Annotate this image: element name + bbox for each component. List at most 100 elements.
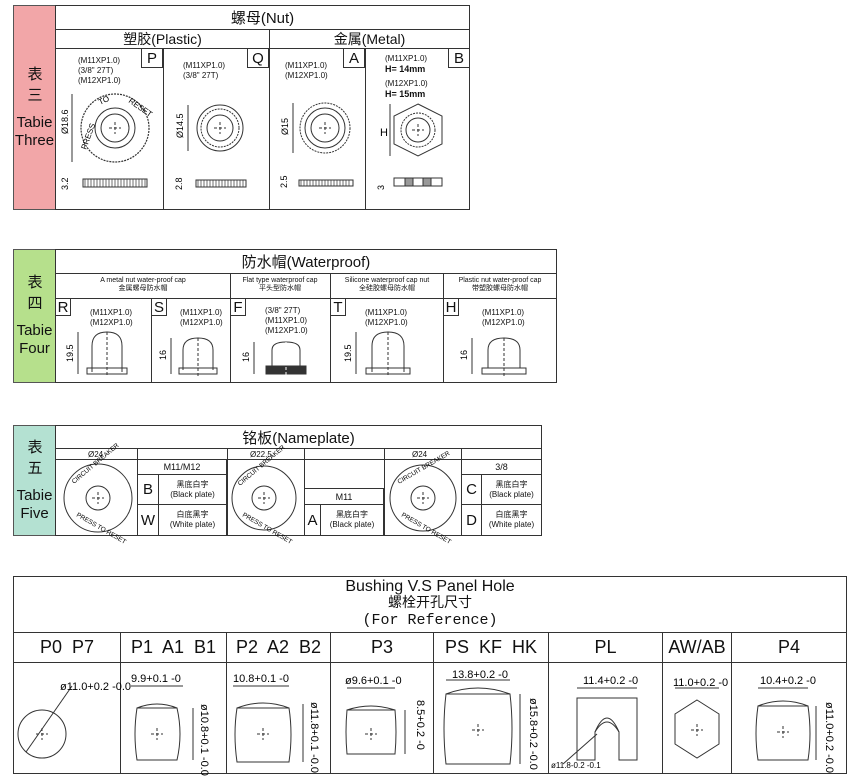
spec-item: (M11XP1.0) <box>365 308 408 317</box>
dimension-label: Ø14.5 <box>175 113 185 138</box>
spec-item: H= 15mm <box>385 89 426 100</box>
dimension-label: 9.9+0.1 -0 <box>131 673 181 685</box>
divider <box>120 632 121 774</box>
divider <box>163 48 164 210</box>
bushing-col-header: P0 P7 <box>13 632 121 663</box>
panel-hole-p1-drawing: 9.9+0.1 -0 ø10.8+0.1 -0.0 <box>131 673 210 776</box>
waterproof-cap-h-drawing: 16 <box>459 337 527 376</box>
table-five-side-label: 表五 Tabie Five <box>13 425 56 536</box>
group-label: A metal nut water-proof cap 金属螺母防水帽 <box>58 277 228 294</box>
bushing-title-en: Bushing V.S Panel Hole <box>345 578 515 595</box>
waterproof-cap-t-drawing: 19.5 <box>343 331 411 376</box>
dimension-label: 19.5 <box>65 344 75 362</box>
waterproof-cap-s-drawing: 16 <box>158 337 218 376</box>
plate-desc-cn: 黑底白字 <box>336 510 368 519</box>
spec-item: (M11XP1.0) <box>78 56 121 65</box>
group-label-cn: 全硅胶螺母防水帽 <box>359 285 415 293</box>
plastic-knurled-nut-drawing: TO RESET PRESS Ø18.6 3.2 <box>60 93 154 190</box>
divider <box>330 273 331 383</box>
spec-item: (M12XP1.0) <box>180 318 223 327</box>
dimension-label: 2.8 <box>174 177 184 190</box>
spec-item: (M12XP1.0) <box>365 318 408 327</box>
panel-hole-p4-drawing: 10.4+0.2 -0 ø11.0+0.2 -0.0 <box>755 675 835 773</box>
plate-desc-en: (White plate) <box>169 520 216 529</box>
bushing-col-header: P1 A1 B1 <box>120 632 227 663</box>
dimension-label: 16 <box>459 350 469 360</box>
divider <box>384 448 385 536</box>
dimension-label: ø11.8+0.1 -0.0 <box>308 702 320 773</box>
group-label-en: Plastic nut water-proof cap <box>458 277 542 284</box>
part-letter-r: R <box>55 298 71 316</box>
spec-item: (M11XP1.0) <box>385 54 428 63</box>
spec-item: (M11XP1.0) <box>285 61 328 70</box>
plate-text: PRESS TO RESET <box>241 512 293 546</box>
divider <box>443 273 444 383</box>
bushing-col-header: P4 <box>731 632 847 663</box>
plate-desc-cn: 黑底白字 <box>176 479 209 489</box>
ring-text: TO <box>97 94 111 107</box>
plate-letter-a: A <box>304 504 321 536</box>
group-label-cn: 带塑胶螺母防水帽 <box>472 285 528 293</box>
plate-desc-cn: 黑底白字 <box>495 479 528 489</box>
dimension-label: 10.8+0.1 -0 <box>233 673 289 685</box>
spec-list: (M11XP1.0) (M12XP1.0) <box>180 308 223 328</box>
dimension-label: ø11.0+0.2 -0.0 <box>823 702 835 773</box>
divider <box>365 48 366 210</box>
spec-item: (3/8" 27T) <box>183 71 219 80</box>
panel-hole-p0-drawing: ø11.0+0.2 -0.0 <box>17 681 131 759</box>
table-four-body <box>55 273 557 383</box>
divider <box>330 632 331 774</box>
spec-item: (M11XP1.0) <box>265 316 308 325</box>
dimension-label: ø9.6+0.1 -0 <box>345 675 402 687</box>
plate-desc: 黑底白字 (Black plate) <box>158 474 227 505</box>
hex-nut-drawing: H 3 <box>376 103 443 190</box>
plate-desc: 黑底白字 (Black plate) <box>320 504 384 536</box>
dimension-label: ø11.8-0.2 -0.1 <box>551 761 601 770</box>
plate-desc-cn: 白底黑字 <box>176 510 209 519</box>
bushing-col-header: PL <box>548 632 663 663</box>
table-three-side-en: Tabie Three <box>14 113 55 149</box>
group-label: Silicone waterproof cap nut 全硅胶螺母防水帽 <box>332 277 442 294</box>
spec-item: H= 14mm <box>385 64 426 74</box>
spec-item: (M12XP1.0) <box>78 76 121 85</box>
dimension-label: 10.4+0.2 -0 <box>760 675 816 687</box>
part-letter-f: F <box>230 298 246 316</box>
part-letter-p: P <box>141 48 163 68</box>
divider <box>55 298 557 299</box>
part-letter-t: T <box>330 298 346 316</box>
plate-text: PRESS TO RESET <box>400 512 452 546</box>
plate-letter-d: D <box>461 504 482 536</box>
dimension-label: 11.0+0.2 -0 <box>673 677 728 689</box>
table-four-title: 防水帽(Waterproof) <box>55 249 557 274</box>
bushing-title-ref: (For Reference) <box>362 612 498 629</box>
group-label-cn: 平头型防水帽 <box>259 285 301 293</box>
divider <box>662 632 663 774</box>
bushing-table-frame <box>13 576 847 774</box>
nameplate-spec-title: M11 <box>304 488 384 505</box>
plate-letter-w: W <box>137 504 159 536</box>
panel-hole-ps-drawing: 13.8+0.2 -0 ø15.8+0.2 -0.0 <box>443 669 539 770</box>
dimension-label: ø10.8+0.1 -0.0 <box>198 704 210 776</box>
nameplate-1-drawing: CIRCUIT BREAKER PRESS TO RESET <box>63 442 133 546</box>
spec-item: (M12XP1.0) <box>385 79 428 89</box>
bushing-col-header: PS KF HK <box>433 632 549 663</box>
table-four-side-cn: 表四 <box>25 274 44 316</box>
dimension-label: ø11.0+0.2 -0.0 <box>60 681 131 693</box>
table-three-title: 螺母(Nut) <box>55 5 470 30</box>
plate-desc: 黑底白字 (Black plate) <box>481 474 542 505</box>
group-label: Plastic nut water-proof cap 带塑胶螺母防水帽 <box>445 277 555 294</box>
dimension-label: 3 <box>376 185 386 190</box>
plate-dim: Ø24 <box>88 450 104 459</box>
dimension-label: 3.2 <box>60 177 70 190</box>
table-five-side-en: Tabie Five <box>16 486 53 522</box>
divider <box>230 273 231 383</box>
table-four-side-label: 表四 Tabie Four <box>13 249 56 383</box>
table-three-metal-header: 金属(Metal) <box>269 29 470 49</box>
nameplate-spec-title: 3/8 <box>461 459 542 475</box>
spec-item: (3/8" 27T) <box>78 66 114 75</box>
part-letter-q: Q <box>247 48 269 68</box>
part-letter-h: H <box>443 298 459 316</box>
spec-list: (M11XP1.0) H= 14mm (M12XP1.0) H= 15mm <box>385 54 428 101</box>
spec-list: (3/8" 27T) (M11XP1.0) (M12XP1.0) <box>265 306 308 336</box>
table-three-side-label: 表三 Tabie Three <box>13 5 56 210</box>
